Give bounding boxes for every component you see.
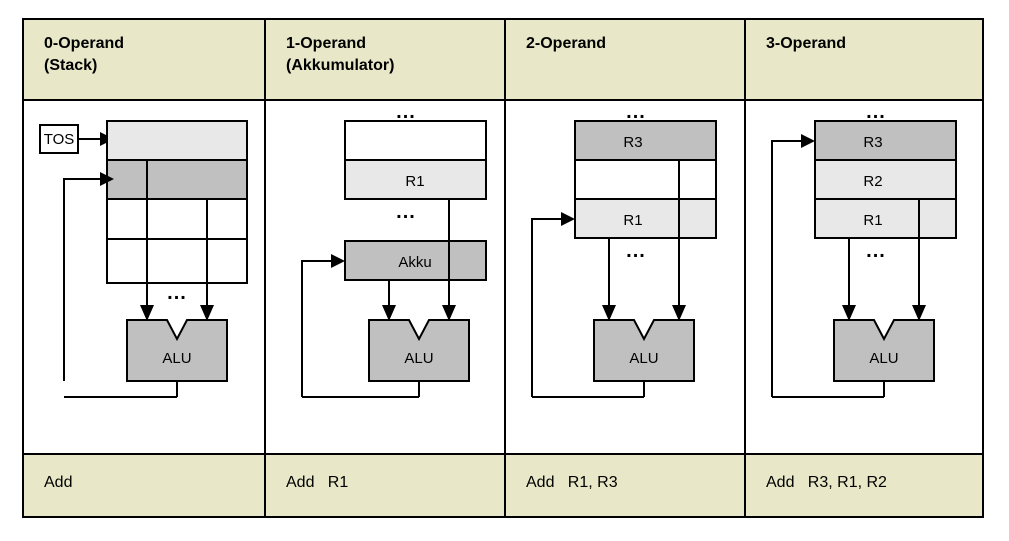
accumulator-box: [344, 240, 487, 281]
instruction-cell-2-operand: Add R1, R3: [506, 455, 746, 516]
register-writeback-path: [771, 140, 801, 397]
register-bottom-ellipsis: ...: [396, 201, 416, 223]
instruction-label-1-operand: Add R1: [286, 474, 349, 491]
operand-comparison-table: 0-Operand (Stack) 1-Operand (Akkumulator…: [22, 18, 984, 518]
register-cell-empty: [574, 159, 717, 200]
alu-label: ALU: [869, 350, 898, 367]
register-bottom-ellipsis: ...: [866, 240, 886, 262]
register-label-r3: R3: [623, 134, 642, 151]
tos-pointer-label: TOS: [44, 131, 75, 148]
operand-r1-arrow-head: [602, 305, 616, 321]
register-label-r3: R3: [863, 134, 882, 151]
register-top-ellipsis: ...: [396, 101, 416, 123]
tos-pointer-box: [39, 124, 79, 154]
register-writeback-path: [531, 218, 561, 397]
register-cell-r1: [814, 198, 957, 239]
header-label-0-operand: 0-Operand (Stack): [44, 35, 125, 74]
operand-r3-arrow-head: [672, 305, 686, 321]
alu-label: ALU: [404, 350, 433, 367]
stack-machine-diagram: TOS: [24, 101, 264, 453]
alu-shape: [368, 319, 470, 382]
header-label-1-operand: 1-Operand (Akkumulator): [286, 35, 395, 74]
alu-shape: [126, 319, 228, 382]
diagram-cell-2-operand: ... R3 R1 ...: [506, 101, 746, 453]
stack-cell-3: [106, 238, 248, 284]
register-label-r1: R1: [863, 212, 882, 229]
table-instruction-row: Add Add R1 Add R1, R3 Add R3, R1, R2: [24, 455, 982, 516]
instruction-label-0-operand: Add: [44, 474, 73, 491]
operand-r2-arrow-head: [912, 305, 926, 321]
stack-cell-0: [106, 120, 248, 161]
two-operand-machine-diagram: ... R3 R1 ...: [506, 101, 744, 453]
operand-r1-arrow-head: [842, 305, 856, 321]
stack-cell-2: [106, 198, 248, 240]
instruction-cell-1-operand: Add R1: [266, 455, 506, 516]
register-writeback-arrow-head: [561, 212, 575, 226]
instruction-cell-0-operand: Add: [24, 455, 266, 516]
operand-akku-arrow-head: [382, 305, 396, 321]
three-operand-machine-diagram: ... R3 R2 R1 ...: [746, 101, 982, 453]
operand-b-arrow-head: [200, 305, 214, 321]
register-label-r1: R1: [623, 212, 642, 229]
table-header-row: 0-Operand (Stack) 1-Operand (Akkumulator…: [24, 20, 982, 101]
register-cell-r3: [574, 120, 717, 161]
alu-shape: [593, 319, 695, 382]
instruction-label-3-operand: Add R3, R1, R2: [766, 474, 887, 491]
register-cell-r2: [814, 159, 957, 200]
stack-ellipsis: ...: [167, 282, 187, 304]
register-top-ellipsis: ...: [866, 101, 886, 123]
operand-r1-arrow-head: [442, 305, 456, 321]
register-writeback-arrow-head: [801, 134, 815, 148]
register-cell-r3: [814, 120, 957, 161]
header-label-2-operand: 2-Operand: [526, 35, 607, 52]
header-cell-3-operand: 3-Operand: [746, 20, 982, 99]
accumulator-writeback-arrow-head: [331, 254, 345, 268]
alu-label: ALU: [162, 350, 191, 367]
register-cell-r1: [574, 198, 717, 239]
table-diagram-row: TOS: [24, 101, 982, 455]
stack-writeback-path: [63, 178, 100, 381]
accumulator-label: Akku: [398, 254, 431, 271]
register-cell-r1: [344, 159, 487, 200]
diagram-cell-3-operand: ... R3 R2 R1 ...: [746, 101, 982, 453]
header-cell-1-operand: 1-Operand (Akkumulator): [266, 20, 506, 99]
register-label-r2: R2: [863, 173, 882, 190]
instruction-label-2-operand: Add R1, R3: [526, 474, 618, 491]
diagram-cell-1-operand: ... R1 ... Akku: [266, 101, 506, 453]
register-label-r1: R1: [405, 173, 424, 190]
register-cell-0: [344, 120, 487, 161]
register-top-ellipsis: ...: [626, 101, 646, 123]
instruction-cell-3-operand: Add R3, R1, R2: [746, 455, 982, 516]
operand-a-arrow-head: [140, 305, 154, 321]
alu-label: ALU: [629, 350, 658, 367]
header-label-3-operand: 3-Operand: [766, 35, 847, 52]
accumulator-writeback-path: [301, 260, 331, 397]
stack-cell-1: [106, 159, 248, 200]
alu-shape: [833, 319, 935, 382]
header-cell-0-operand: 0-Operand (Stack): [24, 20, 266, 99]
stack-writeback-arrow-head: [100, 172, 114, 186]
accumulator-machine-diagram: ... R1 ... Akku: [266, 101, 504, 453]
header-cell-2-operand: 2-Operand: [506, 20, 746, 99]
diagram-cell-0-operand: TOS: [24, 101, 266, 453]
register-bottom-ellipsis: ...: [626, 240, 646, 262]
